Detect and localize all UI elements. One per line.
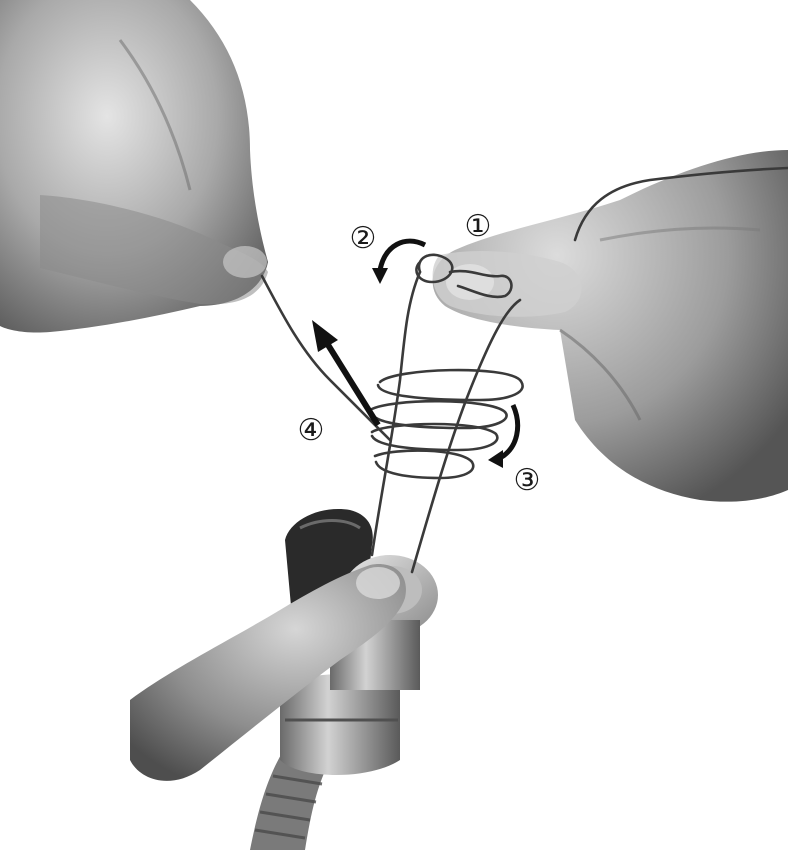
left-hand xyxy=(0,0,268,333)
bottom-hand xyxy=(130,509,438,850)
curved-arrow-icon xyxy=(488,405,518,468)
step-marker-2: ② xyxy=(350,221,377,256)
step-marker-4: ④ xyxy=(298,413,325,448)
step-marker-1: ① xyxy=(465,209,492,244)
right-hand xyxy=(433,150,788,502)
step-marker-3: ③ xyxy=(514,463,541,498)
